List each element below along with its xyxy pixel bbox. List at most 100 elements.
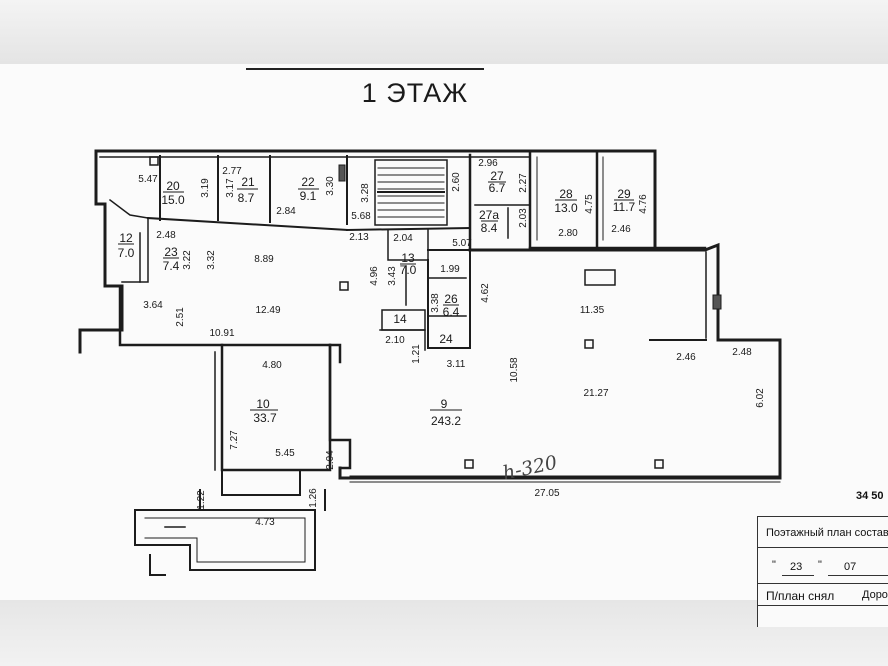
dim-label: 2.48	[156, 230, 176, 241]
room-20-number: 20	[166, 179, 180, 193]
dim-label: 4.62	[480, 283, 491, 303]
title-block-caption: Поэтажный план составл	[766, 527, 888, 539]
dim-label: 7.27	[229, 430, 240, 450]
room-27-area: 6.7	[489, 181, 506, 195]
room-27a-area: 8.4	[481, 221, 498, 235]
room-14-number: 14	[393, 312, 407, 326]
room-area-underlines	[118, 181, 634, 411]
dim-label: 2.04	[393, 233, 413, 244]
room-9-number: 9	[441, 397, 448, 411]
room-12-area: 7.0	[118, 246, 135, 260]
dim-label: 2.60	[451, 172, 462, 192]
room-24-number: 24	[439, 332, 453, 346]
room-21-number: 21	[241, 175, 255, 189]
title-block-month-line	[828, 575, 888, 576]
dim-label: 12.49	[255, 305, 280, 316]
plan-walls	[78, 149, 782, 576]
top-blur-area	[0, 0, 888, 64]
room-28-area: 13.0	[554, 201, 578, 215]
dim-label: 1.22	[196, 490, 207, 510]
dimension-labels: 5.47 3.19 2.77 3.17 3.30 2.84 3.28 5.68 …	[138, 158, 766, 528]
dim-label: 10.58	[509, 357, 520, 382]
dim-label: 8.89	[254, 254, 274, 265]
dim-label: 3.28	[360, 183, 371, 203]
title-block-surveyor-label: П/план снял	[766, 589, 835, 603]
title-block-divider	[758, 547, 888, 548]
dim-label: 3.11	[447, 359, 466, 370]
dim-label: 4.73	[255, 517, 275, 528]
sheet-number: 34 50	[856, 490, 884, 502]
dim-label: 2.46	[676, 352, 696, 363]
dim-label: 2.77	[222, 166, 242, 177]
title-block-divider	[758, 583, 888, 584]
dim-label: 6.02	[755, 388, 766, 408]
dim-label: 3.38	[430, 293, 441, 313]
dim-label: 10.91	[209, 328, 234, 339]
dim-label: 1.99	[440, 264, 460, 275]
dim-label: 3.19	[200, 178, 211, 198]
dim-label: 4.96	[369, 266, 380, 286]
room-23-number: 23	[164, 245, 178, 259]
dim-label: 3.17	[225, 178, 236, 198]
room-23-area: 7.4	[163, 259, 180, 273]
room-labels: 20 15.0 21 8.7 22 9.1 27 6.7 27a 8.4 28 …	[118, 169, 636, 428]
dim-label: 5.47	[138, 174, 158, 185]
handwritten-height-note: h-320	[501, 452, 559, 485]
dim-label: 2.84	[276, 206, 296, 217]
title-rule	[246, 68, 484, 70]
dim-label: 3.64	[143, 300, 163, 311]
room-29-number: 29	[617, 187, 631, 201]
dim-label: 3.30	[325, 176, 336, 196]
title-block-open-quote: "	[772, 559, 776, 571]
floor-title: 1 ЭТАЖ	[361, 78, 469, 108]
dim-label: 5.68	[351, 211, 371, 222]
dim-label: 21.27	[583, 388, 608, 399]
dim-label: 4.75	[584, 194, 595, 214]
room-26-area: 6.4	[443, 305, 460, 319]
room-10-number: 10	[256, 397, 270, 411]
dim-label: 3.22	[182, 250, 193, 270]
title-block-divider	[758, 605, 888, 606]
room-27-number: 27	[490, 169, 504, 183]
title-block-day-line	[782, 575, 814, 576]
bottom-blur-area	[0, 600, 888, 666]
dim-label: 3.32	[206, 250, 217, 270]
dim-label: 3.43	[387, 266, 398, 286]
room-28-number: 28	[559, 187, 573, 201]
room-22-number: 22	[301, 175, 315, 189]
room-10-area: 33.7	[253, 411, 277, 425]
room-20-area: 15.0	[161, 193, 185, 207]
dim-label: 5.07	[452, 238, 472, 249]
room-26-number: 26	[444, 292, 458, 306]
dim-label: 2.48	[732, 347, 752, 358]
room-12-number: 12	[119, 231, 133, 245]
dim-label: 2.10	[385, 335, 405, 346]
dim-label: 2.03	[518, 208, 529, 228]
dim-label: 1.21	[411, 344, 422, 364]
dim-label: 4.76	[638, 194, 649, 214]
title-block-surveyor-value: Доро	[862, 589, 888, 601]
title-block: Поэтажный план составл " 23 " 07 П/план …	[757, 516, 888, 627]
dim-label: 2.04	[325, 450, 336, 470]
room-13-area: 7.0	[400, 263, 417, 277]
title-block-day: 23	[790, 561, 803, 573]
room-9-area: 243.2	[431, 414, 461, 428]
dim-label: 27.05	[534, 488, 559, 499]
dim-label: 2.51	[175, 307, 186, 327]
room-27a-number: 27a	[479, 208, 499, 222]
dim-label: 2.46	[611, 224, 631, 235]
dim-label: 2.80	[558, 228, 578, 239]
dim-label: 1.26	[308, 488, 319, 508]
room-29-area: 11.7	[613, 200, 636, 214]
room-21-area: 8.7	[238, 191, 255, 205]
dim-label: 11.35	[580, 305, 605, 316]
room-22-area: 9.1	[300, 189, 317, 203]
dim-label: 5.45	[275, 448, 295, 459]
dim-label: 2.96	[478, 158, 498, 169]
dim-label: 2.13	[349, 232, 369, 243]
room-13-number: 13	[401, 251, 415, 265]
title-block-month: 07	[844, 561, 857, 573]
dim-label: 4.80	[262, 360, 282, 371]
title-block-close-quote: "	[818, 559, 822, 571]
